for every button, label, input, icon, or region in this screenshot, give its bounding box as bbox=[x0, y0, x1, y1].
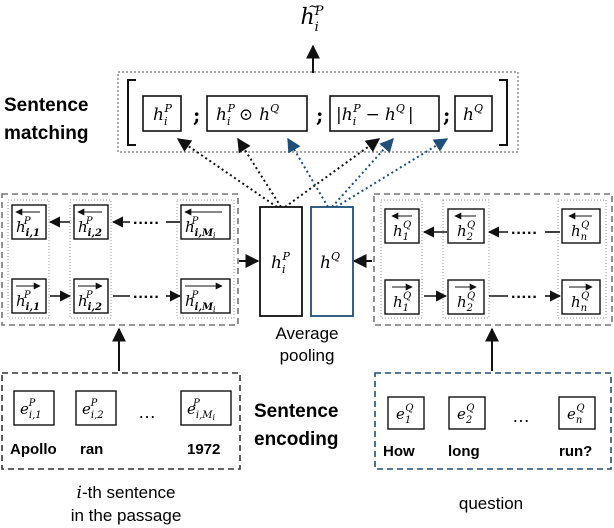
passage-caption-1: i-th sentence bbox=[77, 483, 176, 503]
svg-text:e1Q: e1Q bbox=[396, 403, 413, 426]
passage-backward-cell-2: hi,2P bbox=[73, 204, 109, 240]
passage-fwd-dots: ····· bbox=[133, 289, 160, 306]
pooling-to-matching-arrows bbox=[176, 137, 449, 208]
passage-embedding-2: ei,2P bbox=[75, 390, 117, 426]
question-fwd-dots: ····· bbox=[511, 289, 538, 306]
passage-col-frame-1 bbox=[7, 199, 50, 319]
sentence-encoding-label-2: encoding bbox=[254, 429, 338, 450]
svg-text:hi,MiP: hi,MiP bbox=[185, 216, 216, 240]
average-pooling-label-1: Average bbox=[275, 324, 338, 343]
question-backward-cell-2: h2Q bbox=[447, 208, 485, 244]
match-term-hp-box bbox=[142, 95, 182, 132]
question-backward-cell-1: h1Q bbox=[384, 208, 420, 244]
pooled-question-box bbox=[310, 206, 354, 317]
match-sep-3: ; bbox=[443, 103, 450, 127]
pooled-question-label: hQ bbox=[320, 250, 340, 273]
question-word-2: long bbox=[448, 443, 480, 460]
svg-text:hi,2P: hi,2P bbox=[78, 290, 102, 313]
matching-outer-box bbox=[117, 71, 519, 153]
match-term-hp: hiP bbox=[153, 102, 172, 128]
question-embedding-n: enQ bbox=[558, 396, 596, 430]
match-term-product-box bbox=[206, 95, 308, 132]
question-forward-cell-n: hnQ bbox=[561, 279, 601, 315]
passage-encoder-box bbox=[1, 193, 239, 326]
svg-text:ei,1P: ei,1P bbox=[20, 398, 42, 421]
match-term-diff: |hiP−hQ| bbox=[336, 102, 414, 128]
match-term-diff-box bbox=[329, 95, 440, 132]
svg-text:hi,MiP: hi,MiP bbox=[185, 290, 216, 314]
svg-text:h1Q: h1Q bbox=[393, 291, 411, 314]
svg-text:hnQ: hnQ bbox=[571, 291, 589, 314]
output-tilde: ~ bbox=[308, 0, 320, 15]
match-term-product: hiP⊙hQ bbox=[216, 102, 279, 128]
output-vector: hiP ~ bbox=[300, 0, 323, 35]
svg-text:h2Q: h2Q bbox=[457, 291, 475, 314]
svg-text:hi,2P: hi,2P bbox=[78, 216, 102, 239]
question-col-frame-2 bbox=[442, 199, 490, 319]
passage-caption-2: in the passage bbox=[71, 506, 182, 525]
passage-col-frame-2 bbox=[69, 199, 112, 319]
passage-word-2: ran bbox=[80, 441, 103, 458]
question-backward-cell-n: hnQ bbox=[561, 208, 601, 244]
svg-text:hi,1P: hi,1P bbox=[16, 216, 40, 239]
passage-embed-ellipsis: … bbox=[138, 402, 156, 422]
svg-text:ei,MiP: ei,MiP bbox=[187, 398, 216, 422]
svg-text:hiP: hiP bbox=[300, 4, 323, 35]
matching-right-bracket bbox=[499, 79, 508, 146]
match-sep-2: ; bbox=[316, 103, 323, 127]
match-sep-1: ; bbox=[193, 103, 200, 127]
sentence-encoding-label-1: Sentence bbox=[254, 401, 338, 422]
passage-forward-cell-2: hi,2P bbox=[73, 278, 109, 314]
passage-word-3: 1972 bbox=[187, 441, 220, 458]
average-pooling-label-2: pooling bbox=[280, 346, 335, 365]
output-sub: i bbox=[315, 20, 319, 35]
passage-back-dots: ····· bbox=[133, 215, 160, 232]
svg-text:hi,1P: hi,1P bbox=[16, 290, 40, 313]
svg-text:h1Q: h1Q bbox=[393, 220, 411, 243]
passage-embedding-1: ei,1P bbox=[13, 390, 55, 426]
question-col-frame-3 bbox=[557, 199, 607, 319]
sentence-matching-label-2: matching bbox=[4, 123, 88, 144]
passage-word-1: Apollo bbox=[10, 441, 57, 458]
passage-embedding-box bbox=[1, 372, 241, 470]
question-embedding-1: e1Q bbox=[387, 396, 425, 430]
sentence-matching-label-1: Sentence bbox=[4, 95, 88, 116]
question-embedding-box bbox=[374, 372, 612, 470]
svg-text:e2Q: e2Q bbox=[457, 403, 474, 426]
output-sup: P bbox=[314, 4, 324, 19]
pooled-passage-label: hiP bbox=[271, 250, 290, 276]
question-embedding-2: e2Q bbox=[448, 396, 486, 430]
question-col-frame-1 bbox=[380, 199, 423, 319]
question-word-3: run? bbox=[559, 443, 592, 460]
question-back-dots: ····· bbox=[511, 225, 538, 242]
question-word-1: How bbox=[383, 443, 415, 460]
passage-embedding-m: ei,MiP bbox=[180, 390, 232, 426]
match-term-hq: hQ bbox=[463, 102, 483, 125]
match-term-hq-box bbox=[454, 95, 493, 132]
matching-left-bracket bbox=[127, 79, 136, 146]
svg-text:hnQ: hnQ bbox=[571, 220, 589, 243]
question-forward-cell-1: h1Q bbox=[384, 279, 420, 315]
passage-col-frame-3 bbox=[176, 199, 235, 319]
question-encoder-box bbox=[373, 193, 613, 326]
passage-forward-cell-m: hi,MiP bbox=[180, 278, 231, 314]
question-embed-ellipsis: … bbox=[512, 406, 530, 426]
svg-text:h2Q: h2Q bbox=[457, 220, 475, 243]
question-forward-cell-2: h2Q bbox=[447, 279, 485, 315]
passage-backward-cell-m: hi,MiP bbox=[180, 204, 231, 240]
svg-text:ei,2P: ei,2P bbox=[82, 398, 104, 421]
output-symbol: h bbox=[300, 5, 314, 30]
passage-backward-cell-1: hi,1P bbox=[11, 204, 47, 240]
passage-forward-cell-1: hi,1P bbox=[11, 278, 47, 314]
pooled-passage-box bbox=[259, 206, 303, 317]
question-caption: question bbox=[459, 494, 523, 513]
svg-text:enQ: enQ bbox=[567, 403, 585, 426]
